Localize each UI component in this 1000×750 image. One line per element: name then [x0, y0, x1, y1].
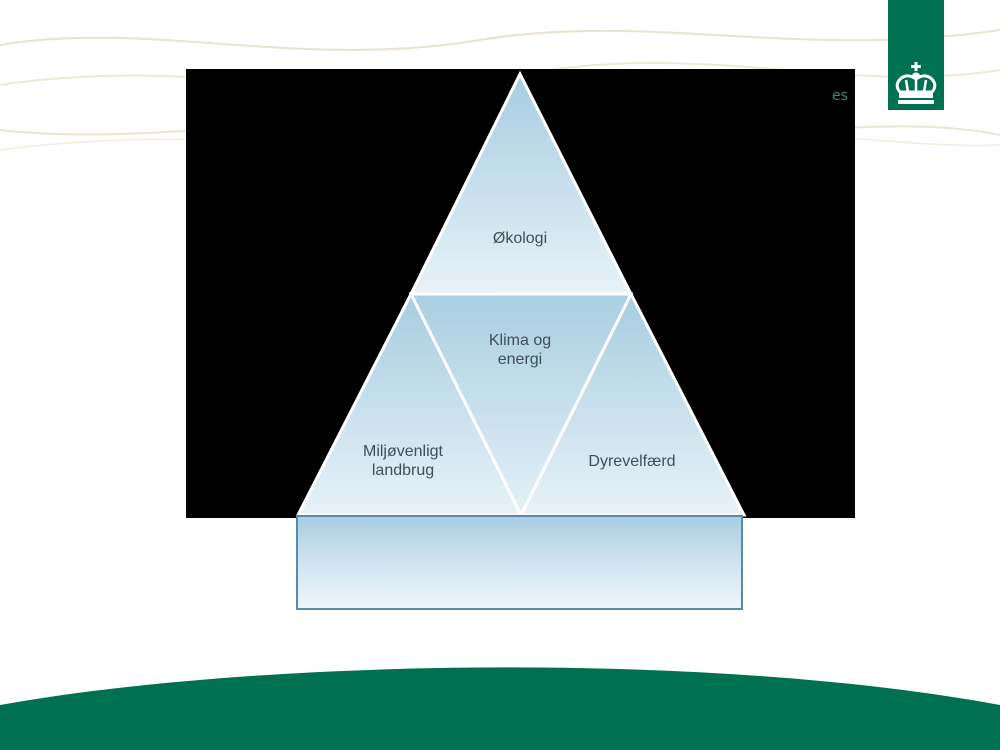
label-dyrevelfaerd: Dyrevelfærd	[588, 453, 676, 470]
label-klima-og-energi: Klima og energi	[488, 332, 552, 368]
pyramid-base	[296, 515, 743, 610]
logo-tab	[888, 0, 944, 110]
royal-crown-icon	[895, 62, 937, 104]
header-text-fragment: es	[832, 88, 848, 104]
triangle-center	[408, 292, 634, 519]
triangle-top	[408, 70, 634, 296]
label-okologi: Økologi	[492, 230, 548, 247]
label-miljovenligt-landbrug: Miljøvenligt landbrug	[362, 443, 443, 479]
